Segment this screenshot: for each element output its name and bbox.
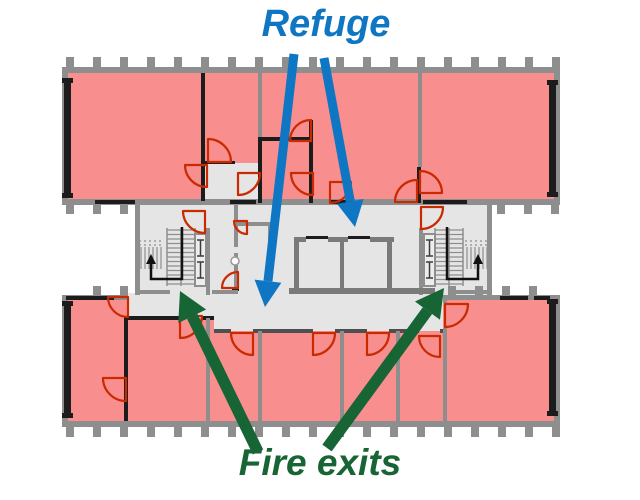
top-wing-lobby-niche <box>205 163 258 205</box>
escape-route-path-right <box>445 227 480 281</box>
door-swing-arc <box>229 331 255 357</box>
escape-route-arrowhead-right <box>473 254 483 264</box>
door-swing-arc <box>236 171 262 197</box>
stairwell-left <box>139 227 196 286</box>
escape-route-path-left <box>149 227 184 281</box>
door-swing-arc <box>311 331 337 357</box>
escape-route-arrowhead-left <box>146 254 156 264</box>
refuge-label: Refuge <box>261 3 391 45</box>
door-swing-arc <box>181 209 207 235</box>
central-core <box>135 205 492 295</box>
door-swing-arc <box>418 169 444 195</box>
door-swing-arc <box>393 178 419 204</box>
refuge-arrow-1-head <box>254 279 282 307</box>
fire-exit-arrows <box>178 288 444 455</box>
elevator-left <box>194 233 207 287</box>
corridor-left-strip <box>127 293 214 318</box>
door-swing-arc <box>365 331 391 357</box>
fire-exit-arrow-1-head <box>178 291 207 323</box>
door-swing-arc <box>419 205 445 231</box>
door-swing-arc <box>232 219 249 236</box>
door-swing-arc <box>106 295 130 319</box>
fire-exit-arrow-2-head <box>414 288 444 320</box>
door-swing-arc <box>417 334 442 359</box>
window-bars <box>62 78 558 418</box>
fixture-circle <box>230 256 240 266</box>
door-swing-arc <box>443 302 470 329</box>
door-swing-arc <box>101 376 128 403</box>
door-swing-arc <box>220 270 240 290</box>
refuge-arrow-1-shaft <box>263 53 299 282</box>
corridor-main <box>214 291 443 331</box>
door-swing-arc <box>178 314 204 340</box>
refuge-arrows <box>254 53 364 307</box>
elevator-right <box>423 233 436 287</box>
door-swing-arc <box>183 163 209 189</box>
refuge-arrow-2-head <box>337 198 364 227</box>
fire-exit-arrow-1-shaft <box>187 313 264 455</box>
door-swing-arc <box>289 171 315 197</box>
fire-door-arcs <box>101 118 470 403</box>
fire-exits-label: Fire exits <box>238 442 402 483</box>
facade-mullion-ticks <box>66 57 560 437</box>
door-swing-arc <box>206 137 233 164</box>
fire-exit-arrow-2-shaft <box>322 307 433 452</box>
door-swing-arc <box>288 118 313 143</box>
refuge-arrow-2-shaft <box>319 57 355 203</box>
